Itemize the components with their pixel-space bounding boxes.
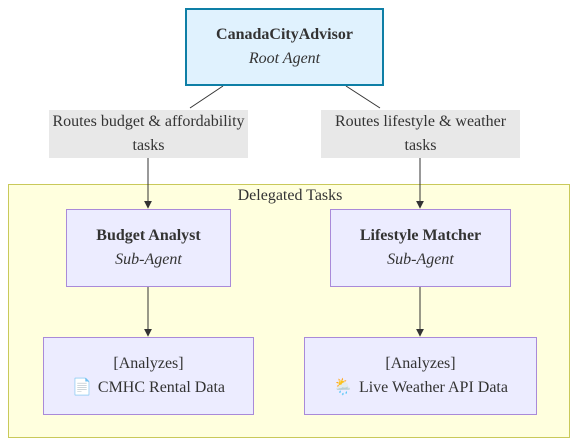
root-agent-subtitle: Root Agent bbox=[248, 50, 321, 67]
weather-icon: 🌦️ bbox=[333, 379, 353, 396]
edge-label-lifestyle-line1: Routes lifestyle & weather bbox=[334, 113, 507, 130]
weather-action: [Analyzes] bbox=[385, 355, 456, 372]
budget-analyst-node: Budget Analyst Sub-Agent bbox=[66, 209, 231, 287]
weather-label-row: 🌦️ Live Weather API Data bbox=[333, 376, 508, 400]
weather-label: Live Weather API Data bbox=[358, 379, 508, 396]
budget-analyst-subtitle: Sub-Agent bbox=[115, 251, 182, 268]
weather-api-data-node: [Analyzes] 🌦️ Live Weather API Data bbox=[304, 337, 537, 415]
lifestyle-matcher-title: Lifestyle Matcher bbox=[359, 227, 482, 244]
edge-label-budget-line2: tasks bbox=[132, 137, 165, 154]
edge-label-budget: Routes budget & affordability tasks bbox=[49, 110, 248, 158]
lifestyle-matcher-node: Lifestyle Matcher Sub-Agent bbox=[330, 209, 511, 287]
edge-root-to-budget bbox=[148, 85, 224, 208]
cmhc-rental-data-node: [Analyzes] 📄 CMHC Rental Data bbox=[43, 337, 254, 415]
edge-root-to-lifestyle bbox=[345, 85, 420, 208]
edge-label-lifestyle: Routes lifestyle & weather tasks bbox=[321, 110, 520, 158]
lifestyle-matcher-subtitle: Sub-Agent bbox=[387, 251, 454, 268]
root-agent-title: CanadaCityAdvisor bbox=[216, 26, 353, 43]
root-agent-node: CanadaCityAdvisor Root Agent bbox=[185, 8, 384, 86]
edge-label-lifestyle-line2: tasks bbox=[404, 137, 437, 154]
edge-label-budget-line1: Routes budget & affordability bbox=[52, 113, 245, 130]
document-icon: 📄 bbox=[71, 379, 92, 396]
cluster-title: Delegated Tasks bbox=[237, 187, 343, 204]
cmhc-action: [Analyzes] bbox=[113, 355, 184, 372]
cmhc-label-row: 📄 CMHC Rental Data bbox=[72, 376, 225, 400]
cmhc-label: CMHC Rental Data bbox=[97, 379, 225, 396]
budget-analyst-title: Budget Analyst bbox=[96, 227, 201, 244]
